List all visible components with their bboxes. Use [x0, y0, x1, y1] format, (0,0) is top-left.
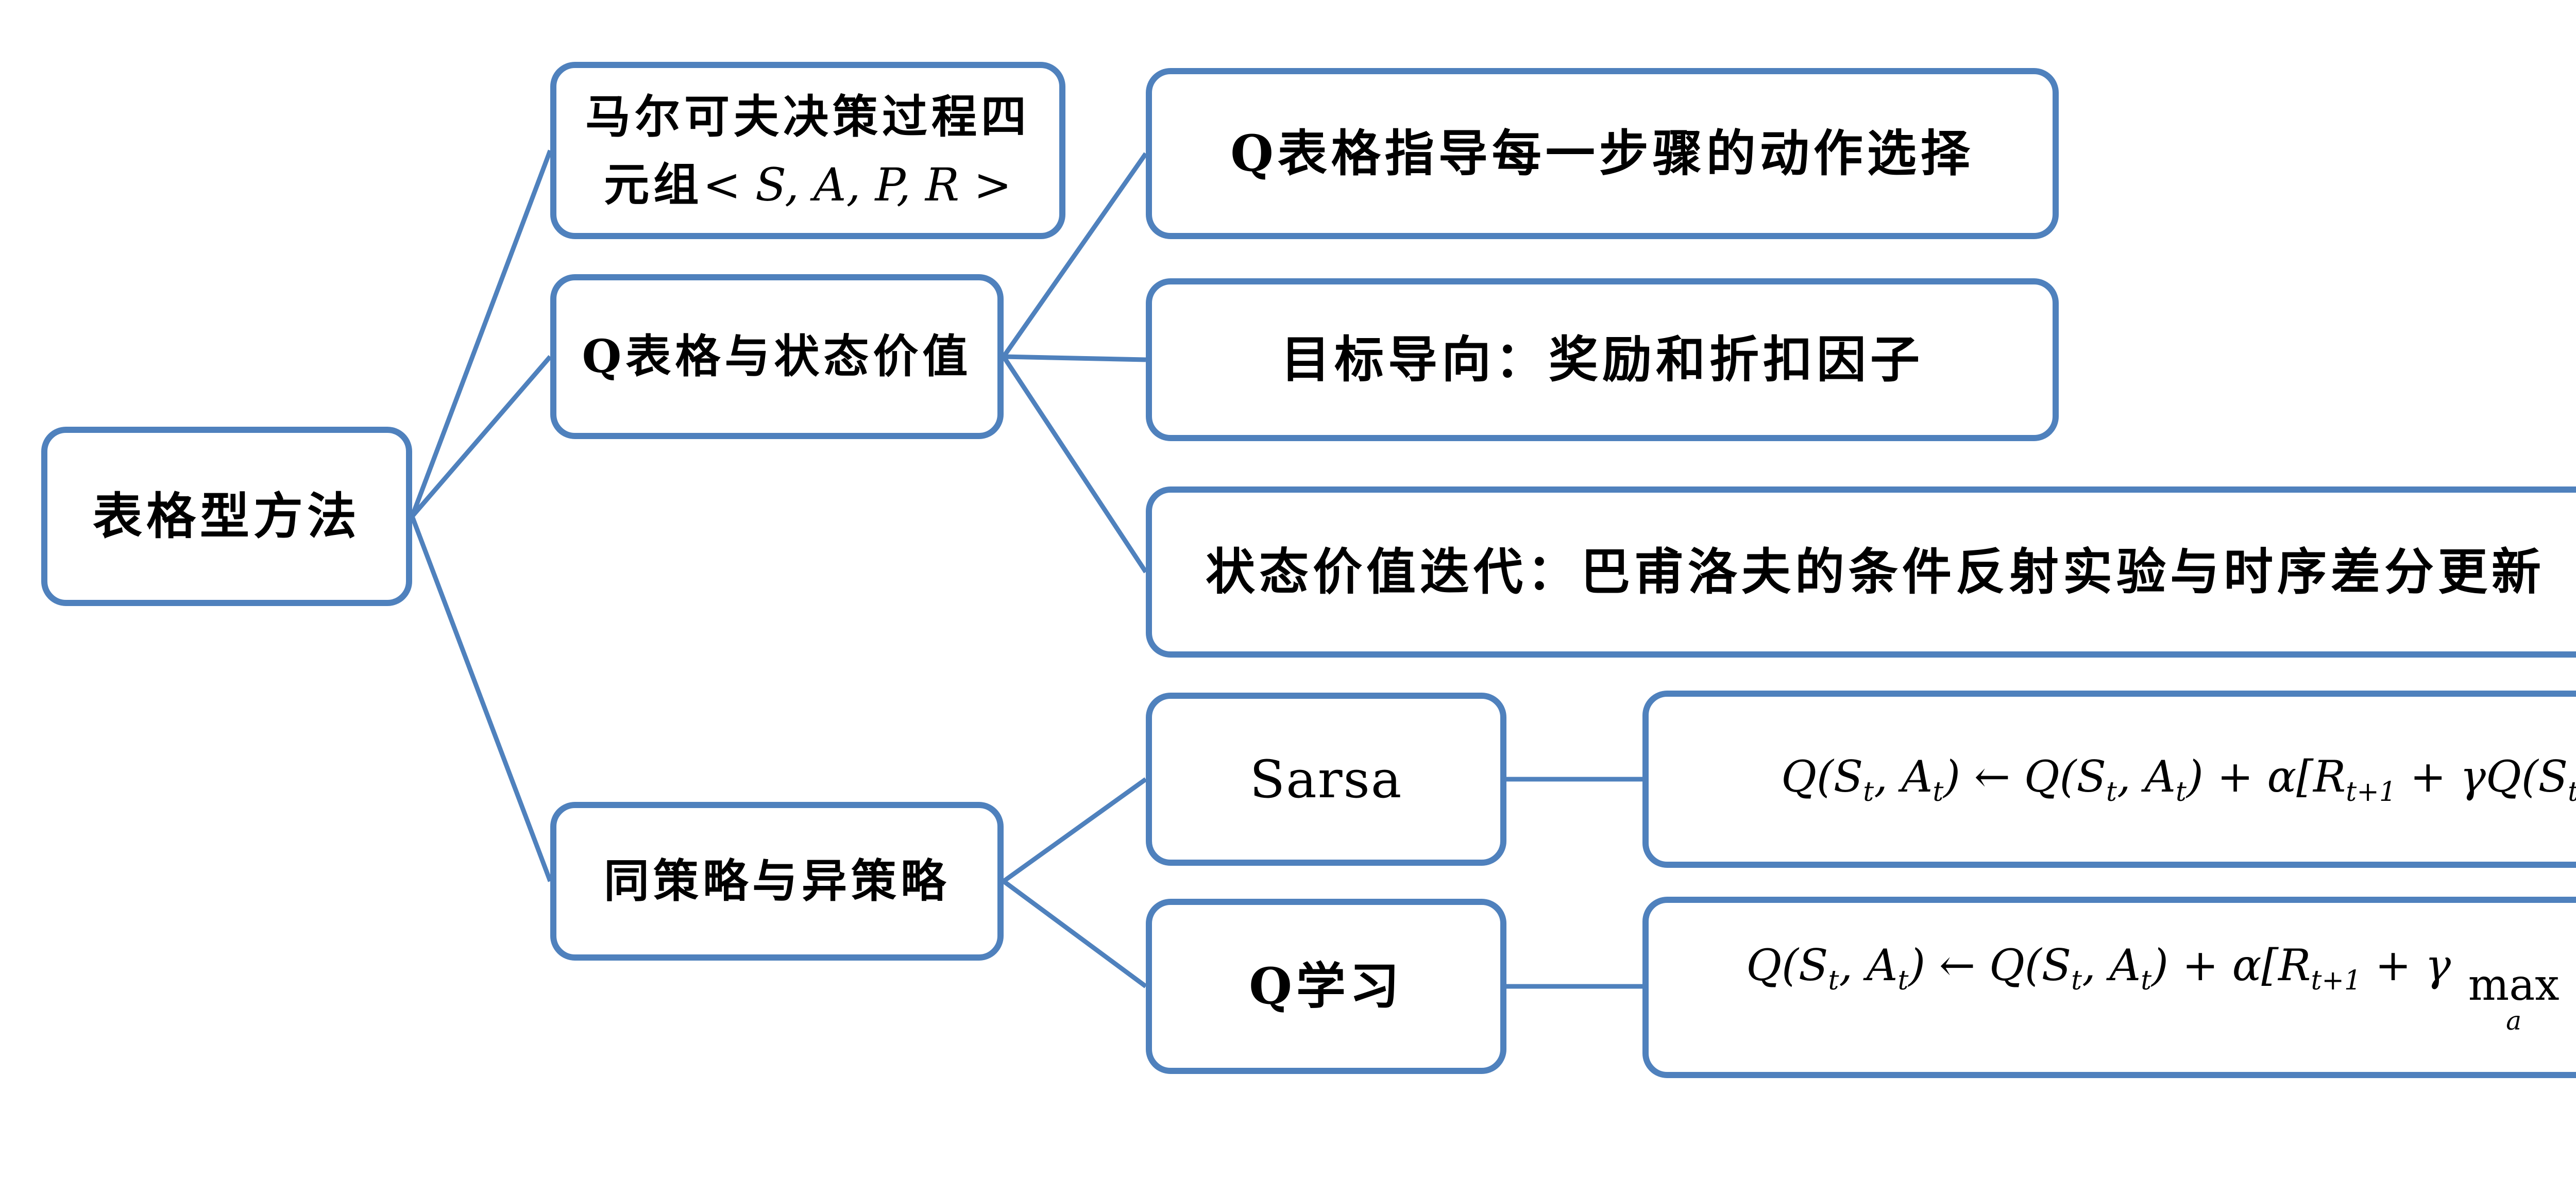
node-root[interactable]: 表格型方法 [41, 427, 412, 606]
connector-root-mdp [410, 149, 553, 517]
node-mdp[interactable]: 马尔可夫决策过程四 元组< S, A, P, R > [550, 62, 1065, 239]
node-qlearning[interactable]: Q学习 [1146, 899, 1506, 1074]
node-policy[interactable]: 同策略与异策略 [550, 802, 1004, 961]
node-qlearning-label: Q学习 [1249, 957, 1403, 1016]
connector-policy-sarsa [1002, 777, 1147, 883]
sarsa-update-formula: Q(St, At) ← Q(St, At) + α[Rt+1 + γQ(St+1… [1781, 751, 2576, 808]
node-sarsa[interactable]: Sarsa [1146, 693, 1506, 866]
connector-policy-qlearning [1002, 879, 1147, 988]
node-sarsa-label: Sarsa [1249, 749, 1403, 810]
node-goal-label: 目标导向：奖励和折扣因子 [1281, 330, 1924, 389]
connector-root-policy [410, 515, 553, 882]
node-qguide-label: Q表格指导每一步骤的动作选择 [1230, 124, 1974, 183]
connector-qtable-valueiter [1002, 355, 1148, 574]
node-qtable[interactable]: Q表格与状态价值 [550, 274, 1004, 439]
node-policy-label: 同策略与异策略 [603, 854, 950, 908]
connector-qtable-goal [1003, 354, 1146, 362]
node-qguide[interactable]: Q表格指导每一步骤的动作选择 [1146, 68, 2059, 239]
node-root-label: 表格型方法 [93, 487, 361, 546]
node-mdp-label-line1: 马尔可夫决策过程四 [585, 89, 1030, 143]
connector-root-qtable [410, 355, 552, 518]
connector-qtable-qguide [1002, 152, 1148, 358]
node-mdp-label-line2: 元组< S, A, P, R > [604, 157, 1012, 211]
node-sarsa-formula[interactable]: Q(St, At) ← Q(St, At) + α[Rt+1 + γQ(St+1… [1642, 691, 2576, 868]
node-qtable-label: Q表格与状态价值 [582, 329, 972, 383]
node-goal[interactable]: 目标导向：奖励和折扣因子 [1146, 278, 2059, 441]
node-valueiter[interactable]: 状态价值迭代：巴甫洛夫的条件反射实验与时序差分更新 [1146, 486, 2576, 658]
node-valueiter-label: 状态价值迭代：巴甫洛夫的条件反射实验与时序差分更新 [1206, 543, 2545, 601]
